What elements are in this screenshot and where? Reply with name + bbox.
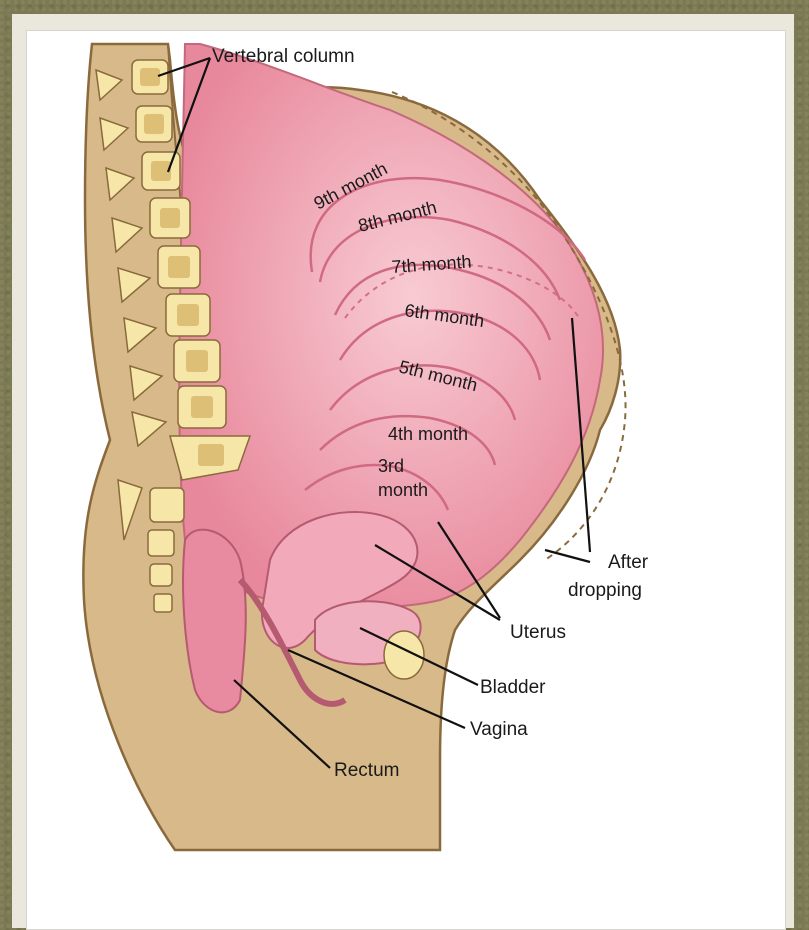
label-rectum: Rectum <box>334 760 399 781</box>
label-4th-month: 4th month <box>388 424 468 444</box>
label-3rd-month: month <box>378 480 428 500</box>
vertebra <box>150 488 184 522</box>
vertebra <box>150 564 172 586</box>
label-vagina: Vagina <box>470 719 528 740</box>
label-bladder: Bladder <box>480 677 546 698</box>
vertebra <box>148 530 174 556</box>
label-dropping: dropping <box>568 580 642 601</box>
label-after: After <box>608 552 649 573</box>
label-vertebral-column: Vertebral column <box>212 46 355 67</box>
label-uterus: Uterus <box>510 622 566 643</box>
vertebra <box>154 594 172 612</box>
label-3rd: 3rd <box>378 456 404 476</box>
